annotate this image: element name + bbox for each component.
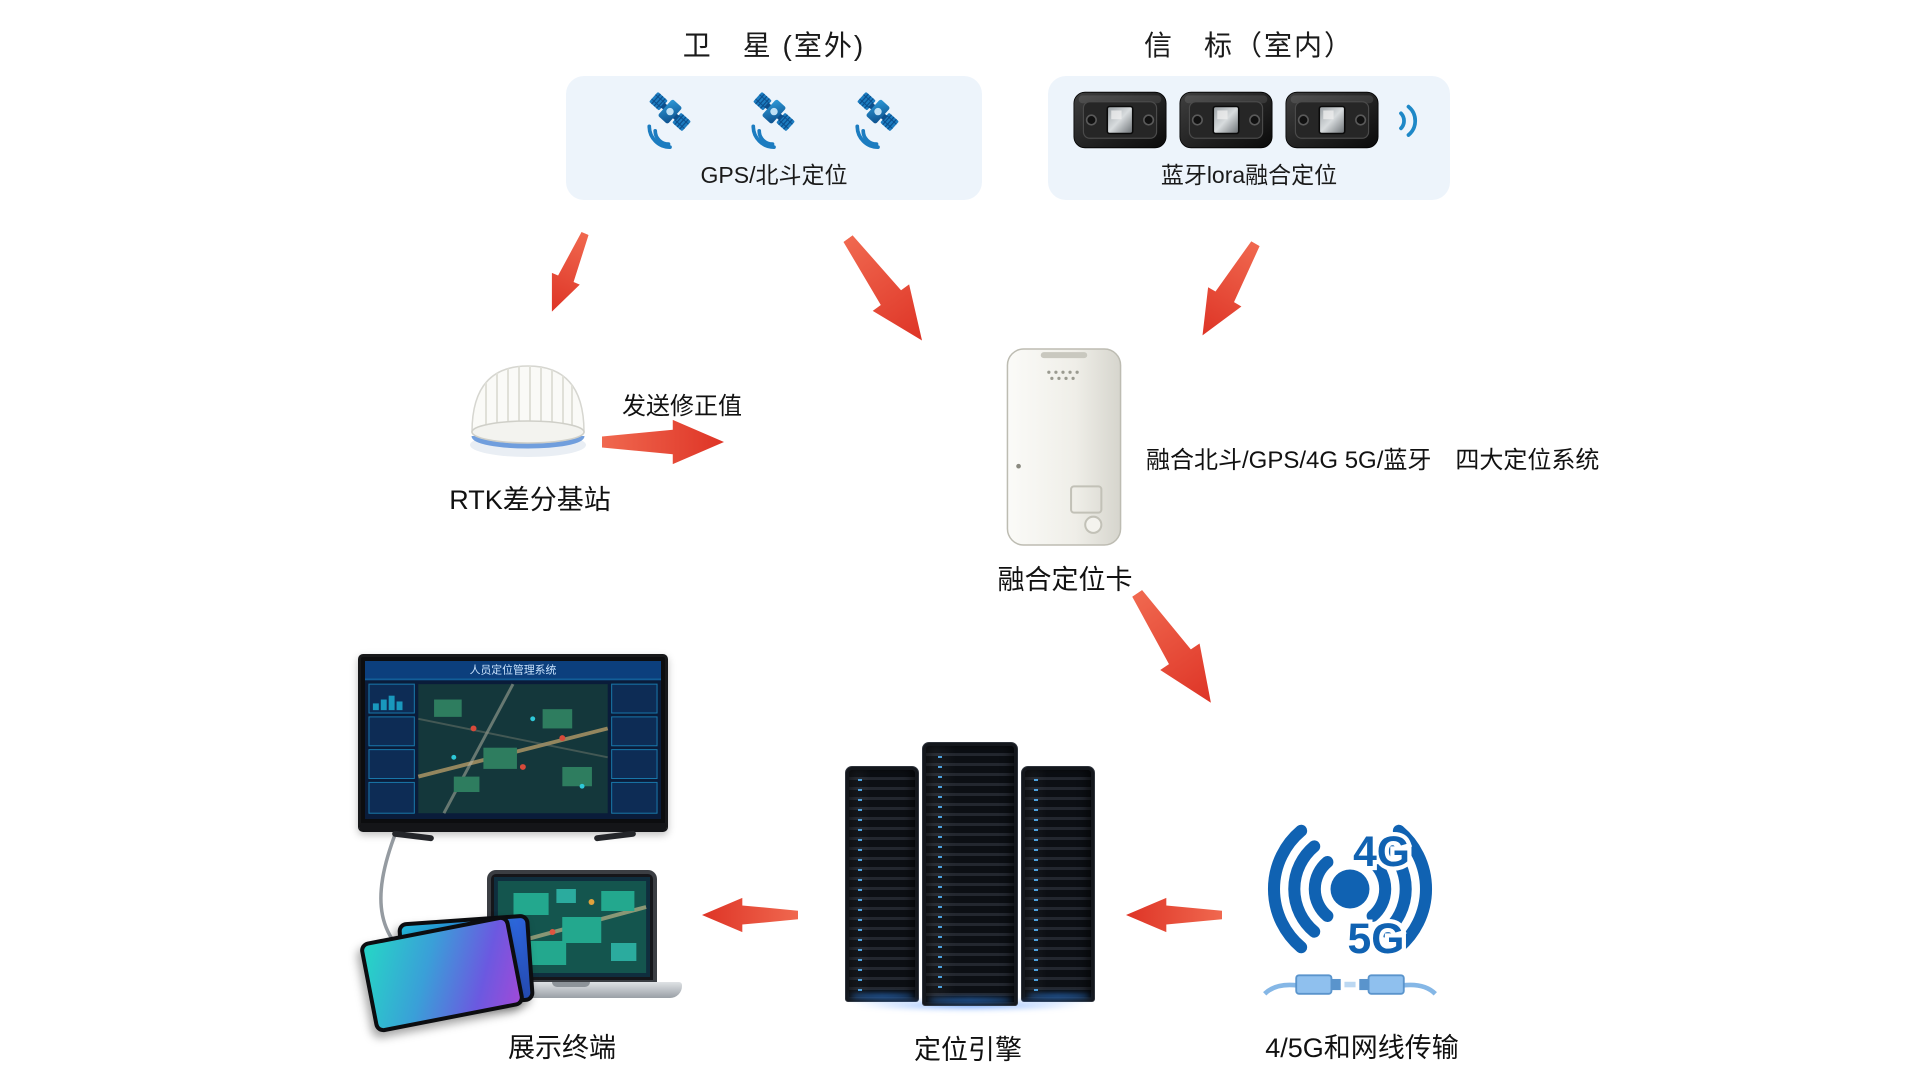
- beacon-icon-row: [1072, 84, 1426, 156]
- server-tower: [1021, 766, 1095, 1002]
- monitor-figure: 人员定位管理系统: [358, 654, 668, 832]
- beacon-caption: 蓝牙lora融合定位: [1160, 162, 1338, 188]
- beacon-icon: [1072, 89, 1168, 151]
- network-icon: 4G 5G: [1263, 824, 1437, 996]
- network-4g-text: 4G: [1353, 828, 1410, 876]
- network-label: 4/5G和网线传输: [1265, 1033, 1459, 1063]
- fusion-card-icon: [1004, 345, 1124, 549]
- rtk-dome-icon: [458, 346, 598, 461]
- tablet-figure: [358, 914, 526, 1034]
- arrow-satellite-to-rtk: [535, 226, 602, 319]
- signal-waves-icon: [1396, 96, 1426, 144]
- monitor-foot: [391, 830, 435, 842]
- monitor-screen: 人员定位管理系统: [365, 661, 661, 819]
- rtk-label: RTK差分基站: [449, 485, 611, 515]
- beacon-panel: 蓝牙lora融合定位: [1048, 76, 1450, 200]
- satellite-caption: GPS/北斗定位: [700, 162, 848, 188]
- satellite-icon: [841, 82, 915, 156]
- fusion-card-label: 融合定位卡: [997, 565, 1133, 595]
- arrow-network-to-engine: [1126, 894, 1222, 936]
- server-tower: [845, 766, 919, 1002]
- server-tower: [922, 742, 1018, 1006]
- terminal-label: 展示终端: [508, 1033, 616, 1063]
- server-rack-figure: [845, 740, 1095, 1008]
- satellite-icon: [633, 82, 707, 156]
- beacon-icon: [1284, 89, 1380, 151]
- network-center-dot: [1330, 869, 1370, 909]
- network-5g-text: 5G: [1348, 915, 1405, 963]
- arrow-correction: [602, 415, 724, 469]
- tablet-screen: [363, 919, 521, 1029]
- satellite-icon-row: [633, 82, 915, 156]
- monitor-foot: [593, 830, 637, 842]
- arrow-engine-to-terminal: [702, 894, 798, 936]
- beacon-icon: [1178, 89, 1274, 151]
- satellite-panel: GPS/北斗定位: [566, 76, 982, 200]
- engine-label: 定位引擎: [914, 1035, 1022, 1065]
- correction-label: 发送修正值: [622, 393, 742, 420]
- arrow-card-to-network: [1113, 577, 1235, 719]
- monitor-title: 人员定位管理系统: [470, 664, 557, 677]
- ethernet-cable-icon: [1263, 974, 1437, 996]
- satellite-icon: [737, 82, 811, 156]
- beacon-group-title: 信 标（室内）: [1143, 30, 1354, 61]
- satellite-group-title: 卫 星 (室外): [682, 30, 866, 61]
- arrow-satellite-to-card: [826, 222, 945, 356]
- arrow-beacon-to-card: [1182, 232, 1276, 347]
- fusion-card-description: 融合北斗/GPS/4G 5G/蓝牙 四大定位系统: [1146, 447, 1600, 474]
